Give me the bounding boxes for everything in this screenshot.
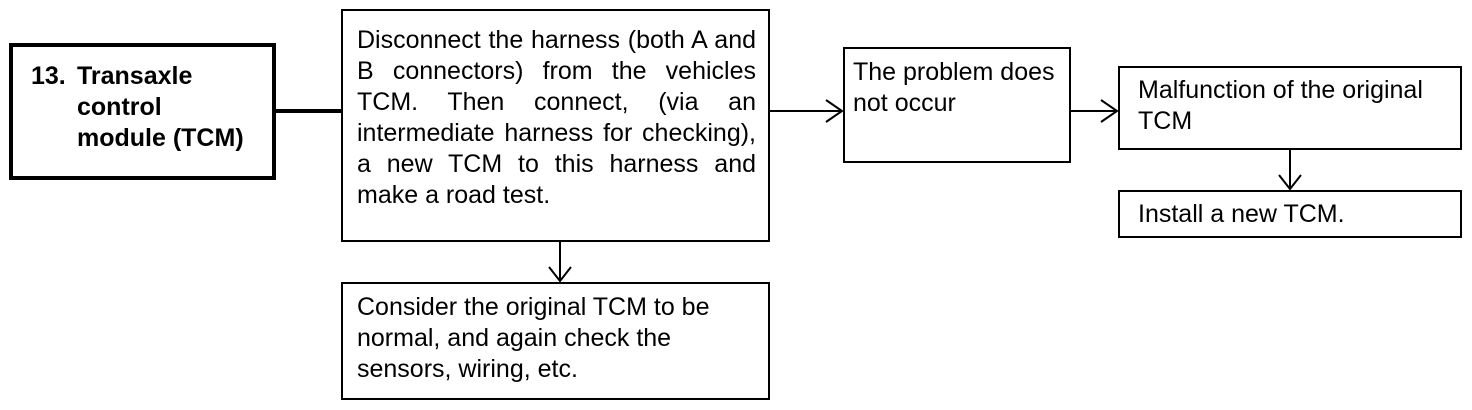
consider-original-box: Consider the original TCM to be normal, …: [341, 282, 770, 400]
tcm-line-2: control: [77, 93, 162, 121]
arrowhead-malfunction-to-install: [1278, 174, 1302, 191]
consider-original-text: Consider the original TCM to be normal, …: [357, 293, 710, 383]
problem-not-occur-text: The problem does not occur: [853, 58, 1055, 117]
tcm-step-number: 13.: [31, 62, 66, 90]
tcm-line-1: Transaxle: [77, 62, 193, 90]
tcm-line-3: module (TCM): [77, 124, 244, 152]
malfunction-box: Malfunction of the original TCM: [1118, 66, 1462, 150]
arrowhead-problem-to-malfunction: [1100, 99, 1119, 123]
tcm-box: 13. Transaxle control module (TCM): [9, 43, 276, 180]
disconnect-harness-box: Disconnect the harness (both A and B con…: [341, 9, 770, 242]
malfunction-text: Malfunction of the original TCM: [1138, 76, 1423, 135]
install-new-tcm-box: Install a new TCM.: [1118, 190, 1462, 238]
problem-not-occur-box: The problem does not occur: [843, 47, 1071, 163]
install-new-tcm-text: Install a new TCM.: [1138, 200, 1345, 228]
disconnect-harness-text: Disconnect the harness (both A and B con…: [357, 26, 756, 209]
arrowhead-disconnect-to-consider: [548, 266, 572, 283]
arrowhead-disconnect-to-problem: [825, 99, 844, 123]
